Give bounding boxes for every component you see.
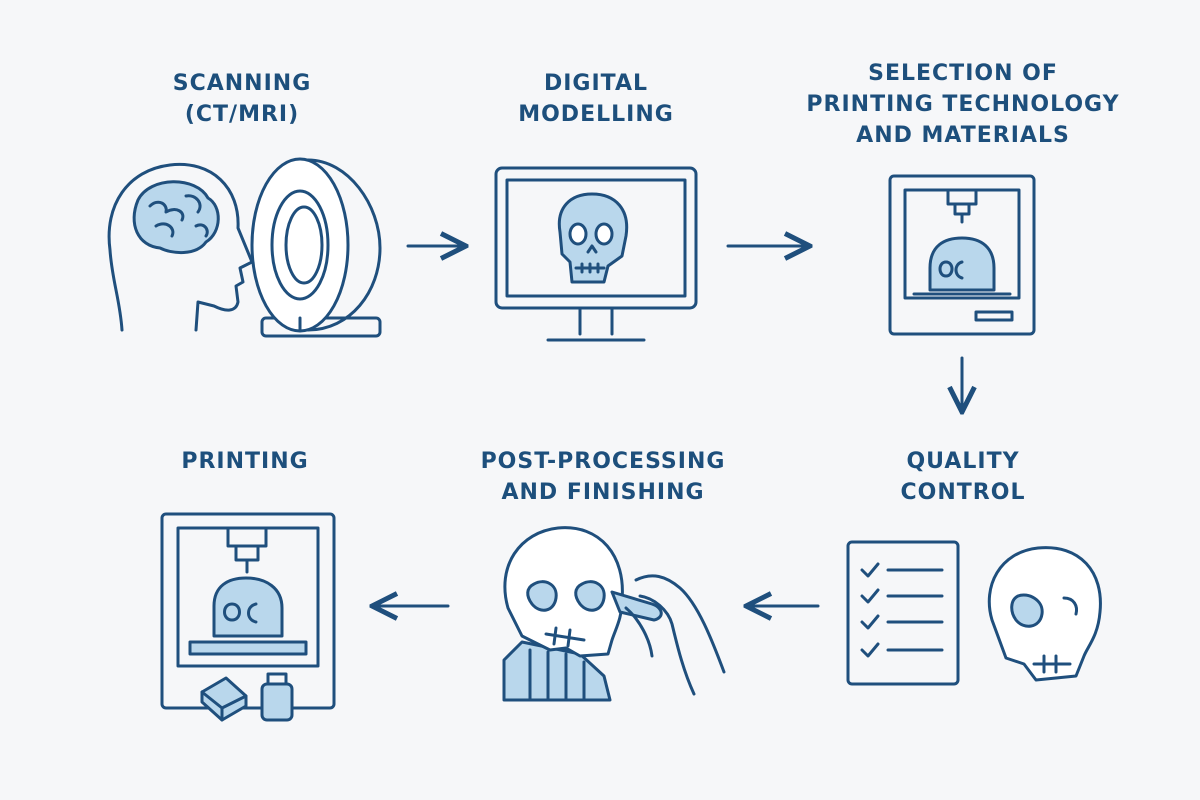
step-label-printing: PRINTING (181, 449, 309, 474)
step-label-post-processing: POST-PROCESSING AND FINISHING (480, 449, 726, 505)
brain-head-icon (107, 162, 254, 332)
step-label-quality-control: QUALITY CONTROL (900, 449, 1026, 505)
mri-scanner-icon (250, 157, 382, 338)
checklist-icon (846, 540, 960, 686)
monitor-skull-icon (494, 166, 698, 342)
printer-with-materials-icon (160, 512, 336, 722)
hand-finishing-skull-icon (502, 526, 726, 702)
step-label-digital-modelling: DIGITAL MODELLING (518, 71, 674, 127)
skull-icon (987, 546, 1102, 682)
step-label-selection: SELECTION OF PRINTING TECHNOLOGY AND MAT… (806, 61, 1120, 148)
step-label-scanning: SCANNING (CT/MRI) (172, 71, 312, 127)
3d-printer-icon (888, 174, 1036, 336)
